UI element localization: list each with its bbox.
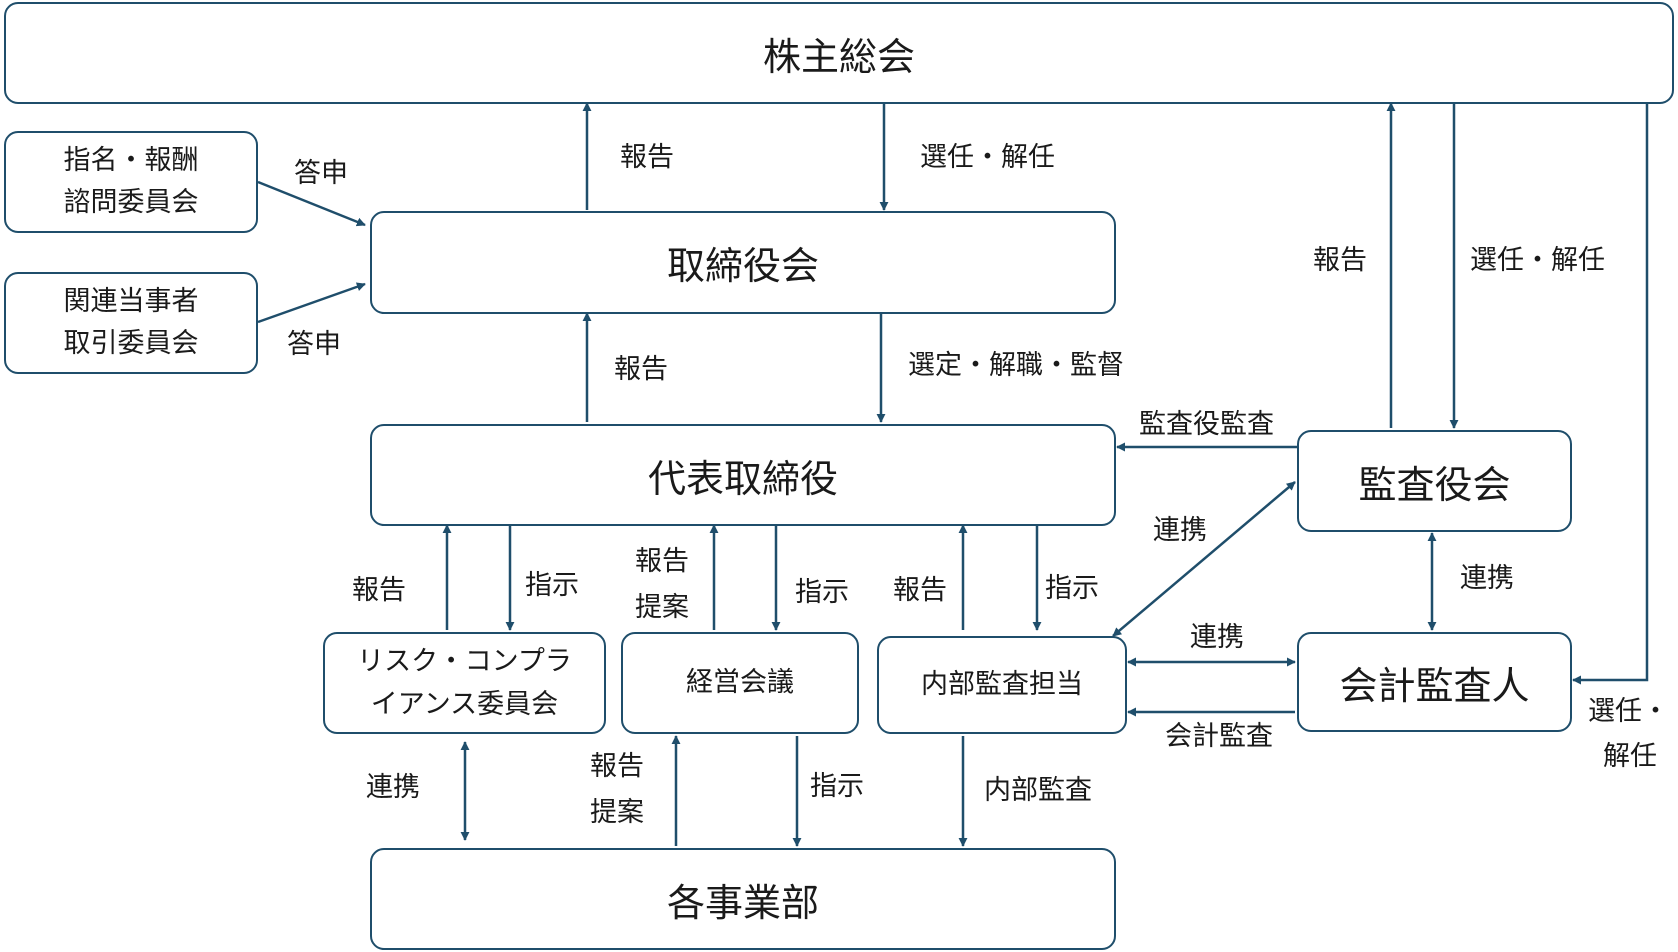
edge-label-divisions-report-1: 報告 (590, 751, 644, 782)
edge-label-audit-report: 報告 (1313, 245, 1367, 276)
node-label: 会計監査人 (1339, 663, 1530, 708)
node-shareholders-meeting: 株主総会 (4, 2, 1674, 104)
node-audit-board: 監査役会 (1297, 430, 1572, 532)
edge-label-divisions-report-2: 提案 (590, 797, 644, 828)
edge-label-meeting-elects-audit: 選任・解任 (1470, 245, 1605, 276)
edge-label-rep-report: 報告 (614, 354, 668, 385)
edge-meeting-elects-accounting (1572, 103, 1649, 685)
node-label: 取締役会 (666, 244, 819, 288)
edge-related-to-board (257, 282, 366, 324)
edge-label-risk-report: 報告 (352, 575, 406, 606)
edge-label-related-reply: 答申 (287, 329, 341, 360)
edge-label-nomination-reply: 答申 (294, 158, 348, 189)
edge-label-meeting-elects-board: 選任・解任 (920, 142, 1055, 173)
node-business-divisions: 各事業部 (370, 848, 1116, 950)
node-label: 各事業部 (666, 880, 819, 925)
edge-audit-internal-coop (1112, 481, 1296, 637)
node-label: 代表取締役 (647, 456, 838, 501)
node-accounting-auditor: 会計監査人 (1297, 632, 1572, 732)
node-internal-audit: 内部監査担当 (877, 636, 1127, 734)
node-label-line: 諮問委員会 (63, 187, 199, 218)
edge-label-internal-instruct: 指示 (1045, 573, 1099, 604)
node-nomination-committee: 指名・報酬 諮問委員会 (4, 131, 258, 233)
edge-label-mgmt-instruct-divisions: 指示 (810, 771, 864, 802)
edge-label-mgmt-instruct: 指示 (795, 577, 849, 608)
node-management-meeting: 経営会議 (621, 632, 859, 734)
edge-label-risk-divisions-coop: 連携 (366, 772, 420, 803)
node-label-line: イアンス委員会 (370, 689, 559, 720)
node-label-line: 取引委員会 (63, 328, 199, 359)
node-board: 取締役会 (370, 211, 1116, 314)
edge-label-audit-audits-rep: 監査役監査 (1139, 409, 1274, 440)
edge-label-accounting-audit: 会計監査 (1165, 721, 1273, 752)
edge-label-board-report: 報告 (620, 142, 674, 173)
node-risk-compliance-committee: リスク・コンプラ イアンス委員会 (323, 632, 606, 734)
node-label: 経営会議 (686, 667, 794, 699)
edge-label-risk-instruct: 指示 (525, 570, 579, 601)
node-representative-director: 代表取締役 (370, 424, 1116, 526)
edge-label-audit-internal-coop: 連携 (1153, 515, 1207, 546)
node-label-line: 指名・報酬 (63, 145, 199, 177)
edge-label-mgmt-report-2: 提案 (635, 592, 689, 623)
edge-nomination-to-board (257, 180, 366, 227)
edge-label-internal-report: 報告 (893, 575, 947, 606)
edge-label-internal-audit-divisions: 内部監査 (984, 775, 1092, 806)
node-label: 株主総会 (762, 34, 915, 79)
edge-label-audit-accounting-coop: 連携 (1460, 563, 1514, 594)
node-label-line: リスク・コンプラ (357, 645, 572, 677)
node-label: 内部監査担当 (921, 669, 1083, 701)
node-related-party-committee: 関連当事者 取引委員会 (4, 272, 258, 374)
edge-label-meeting-elects-accounting-2: 解任 (1603, 741, 1657, 772)
edge-label-meeting-elects-accounting-1: 選任・ (1588, 696, 1669, 727)
node-label-line: 関連当事者 (63, 286, 199, 318)
edge-label-board-selects-rep: 選定・解職・監督 (908, 350, 1124, 381)
edge-label-internal-accounting-coop: 連携 (1190, 622, 1244, 653)
node-label: 監査役会 (1358, 462, 1511, 507)
edge-label-mgmt-report-1: 報告 (635, 546, 689, 577)
